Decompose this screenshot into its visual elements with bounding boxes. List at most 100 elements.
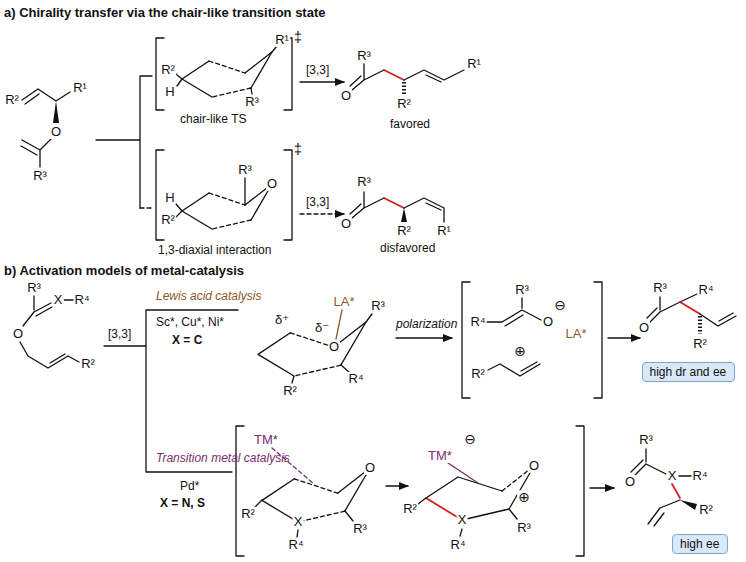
atom-label: TM* [427, 449, 453, 463]
atom-label: R³ [352, 522, 368, 536]
reaction-arrow [608, 337, 640, 338]
caption: [3,3] [108, 328, 131, 341]
atom-label: R³ [370, 299, 386, 313]
caption: 1,3-diaxial interaction [158, 244, 271, 257]
bond-line [53, 101, 59, 123]
allyl-ether-substrate [20, 296, 79, 368]
favored-product [350, 64, 464, 96]
atom-label: O [328, 340, 340, 354]
reaction-arrow [386, 485, 408, 486]
bond-line [96, 76, 152, 208]
bond-line [336, 310, 342, 339]
atom-label: O [638, 321, 650, 335]
atom-label: R⁴ [288, 538, 305, 552]
atom-label: R² [396, 97, 412, 111]
atom-label: R³ [514, 283, 530, 297]
bond-line [176, 46, 277, 94]
bond-line [255, 500, 353, 537]
caption: Sc*, Cu*, Ni* [156, 316, 224, 329]
condition-label: X = N, S [160, 497, 205, 510]
caption: chair-like TS [180, 113, 246, 126]
atom-label: δ⁺ [274, 313, 290, 327]
atom-label: H [164, 191, 175, 205]
catalysis-label: Lewis acid catalysis [156, 290, 261, 303]
condition-label: X = C [172, 334, 202, 347]
atom-label: R² [160, 63, 176, 77]
bond-line [21, 139, 51, 167]
result-text: high ee [680, 537, 720, 551]
bond-line [182, 184, 272, 229]
bond-line [23, 296, 74, 326]
fork-arrows [104, 310, 238, 472]
bond-line [384, 198, 404, 208]
atom-label: δ⁻ [314, 321, 330, 335]
bond-line [680, 500, 697, 510]
bond-line [176, 178, 245, 217]
bond-line [156, 38, 292, 110]
atom-label: X [53, 293, 64, 307]
atom-label: LA* [565, 327, 588, 341]
section-heading: b) Activation models of metal-catalysis [4, 264, 244, 278]
fork-arrows [96, 76, 152, 208]
atom-label: R¹ [436, 224, 452, 238]
symbol: ⊖ [463, 432, 477, 447]
result-box: high dr and ee [642, 362, 735, 382]
bond-line [402, 82, 406, 96]
bond-line [698, 316, 702, 334]
bond-line [648, 500, 680, 526]
product [647, 294, 736, 334]
bond-line [672, 484, 680, 498]
atom-label: R¹ [466, 57, 482, 71]
result-box: high ee [672, 534, 728, 554]
atom-label: TM* [253, 433, 279, 447]
bond-line [404, 70, 464, 82]
caption: Pd* [180, 480, 199, 493]
atom-label: R² [4, 93, 20, 107]
atom-label: R³ [356, 49, 372, 63]
caption: [3,3] [306, 64, 329, 77]
bond-line [700, 313, 736, 326]
atom-label: R⁴ [348, 372, 365, 386]
atom-label: R³ [516, 521, 532, 535]
boat-ts [156, 150, 292, 240]
atom-label: O [12, 327, 24, 341]
atom-label: R⁴ [470, 315, 487, 329]
bond-line [418, 498, 517, 536]
atom-label: R⁴ [692, 469, 709, 483]
atom-label: R² [160, 213, 176, 227]
product [631, 449, 697, 526]
allyl-vinyl-ether [21, 89, 70, 167]
catalysis-label: Transition metal catalysis [156, 452, 290, 465]
atom-label: R³ [26, 281, 42, 295]
bond-line [631, 449, 692, 476]
atom-label: R³ [638, 433, 654, 447]
atom-label: O [542, 315, 554, 329]
caption: [3,3] [306, 196, 329, 209]
atom-label: H [164, 85, 175, 99]
bond-line [104, 310, 238, 472]
ion-pair [462, 282, 602, 398]
caption: disfavored [380, 242, 435, 255]
bond-line [401, 208, 407, 222]
bond-line [448, 463, 478, 483]
bond-line [462, 282, 602, 398]
symbol: ‡ [293, 30, 303, 45]
atom-label: R² [80, 357, 96, 371]
bond-line [156, 150, 292, 240]
atom-label: O [340, 89, 352, 103]
bond-line [182, 52, 272, 97]
result-text: high dr and ee [650, 365, 727, 379]
reaction-arrow [590, 487, 614, 488]
bond-line [488, 362, 540, 376]
reaction-arrow [300, 213, 344, 214]
atom-label: R¹ [274, 33, 290, 47]
bond-line [404, 198, 444, 222]
atom-label: R³ [32, 169, 48, 183]
atom-label: O [266, 177, 278, 191]
bond-line [487, 298, 541, 326]
bond-line [258, 322, 366, 376]
atom-label: R² [698, 503, 714, 517]
atom-label: R⁴ [450, 538, 467, 552]
atom-label: R² [396, 224, 412, 238]
